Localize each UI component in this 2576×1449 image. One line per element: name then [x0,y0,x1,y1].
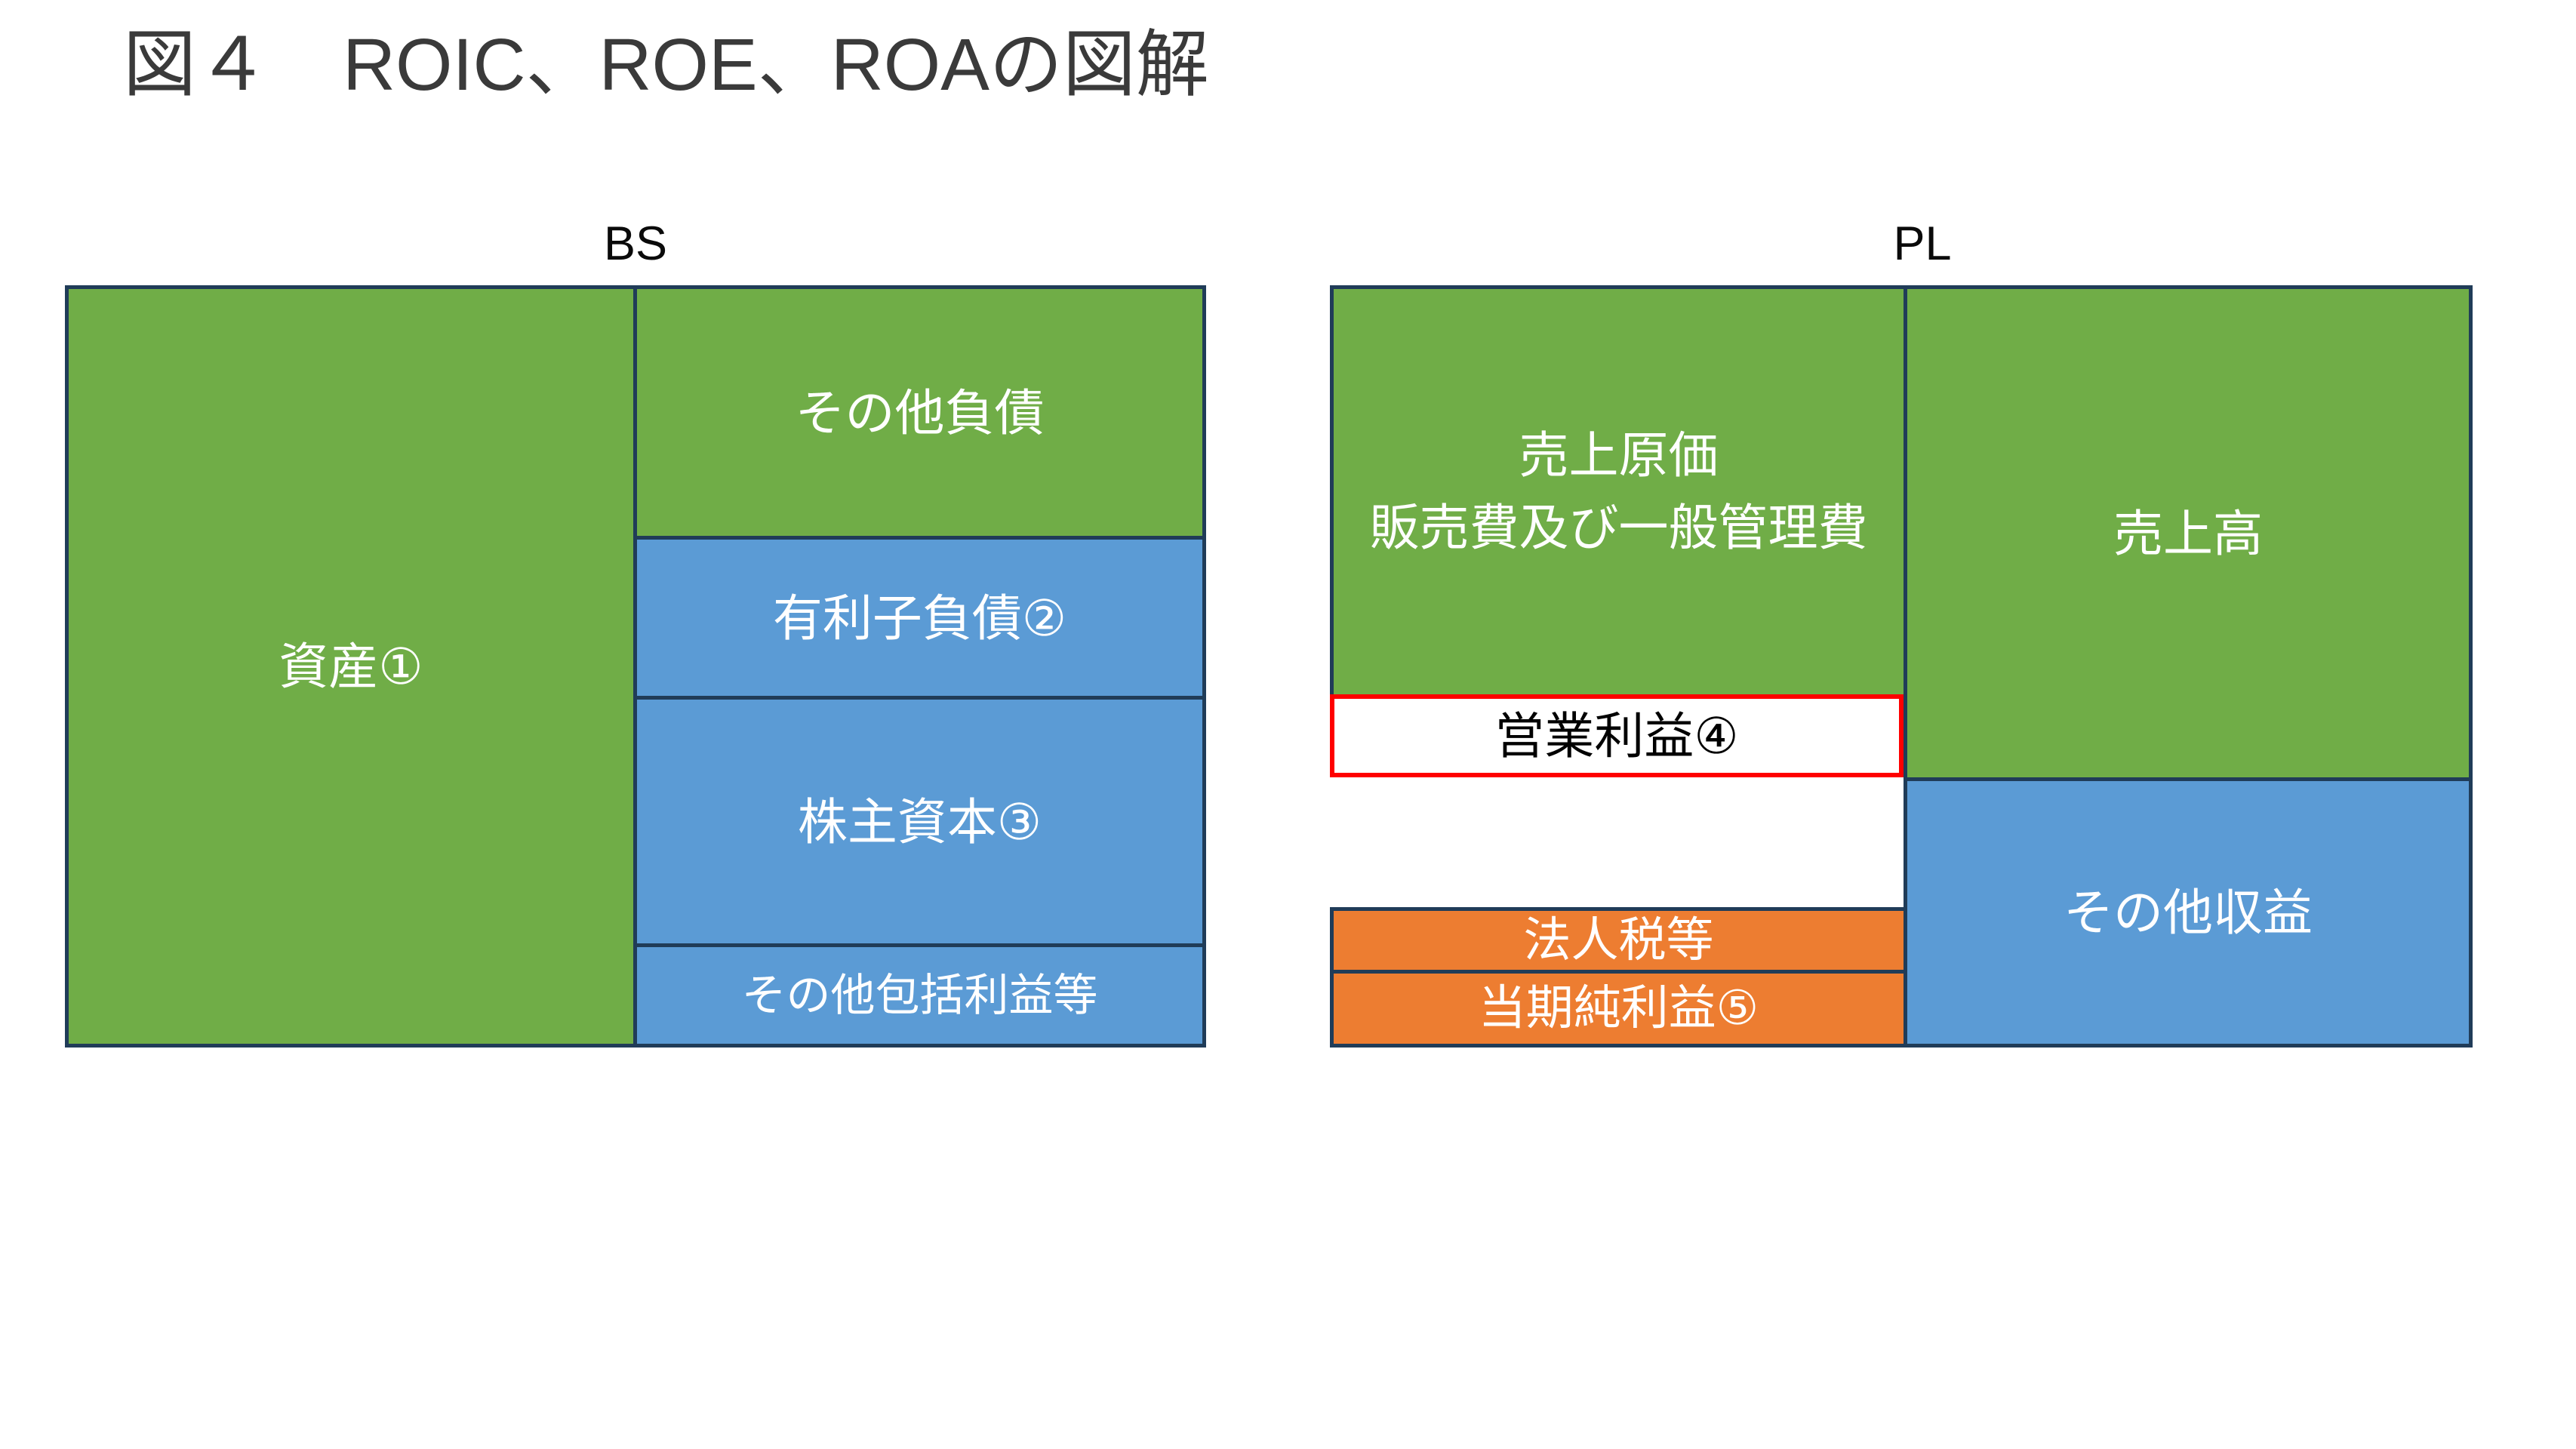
pl-other-income-box: その他収益 [1904,777,2473,1048]
bs-assets-box: 資産① [65,285,637,1048]
pl-revenue-box: 売上高 [1904,285,2473,777]
pl-cogs-sga-label: 売上原価 販売費及び一般管理費 [1369,426,1868,555]
bs-other-liabilities-box: その他負債 [637,285,1206,536]
figure-title: 図４ ROIC、ROE、ROAの図解 [123,23,1209,106]
pl-net-income-box: 当期純利益⑤ [1330,970,1904,1048]
bs-interest-bearing-debt-box: 有利子負債② [637,536,1206,696]
pl-operating-profit-box: 営業利益④ [1330,694,1904,777]
pl-cogs-sga-box: 売上原価 販売費及び一般管理費 [1330,285,1904,694]
bs-diagram-label: BS [603,217,668,270]
pl-corporate-tax-box: 法人税等 [1330,907,1904,970]
pl-diagram-label: PL [1893,217,1952,270]
bs-other-comprehensive-income-box: その他包括利益等 [637,943,1206,1048]
bs-shareholders-equity-box: 株主資本③ [637,696,1206,943]
